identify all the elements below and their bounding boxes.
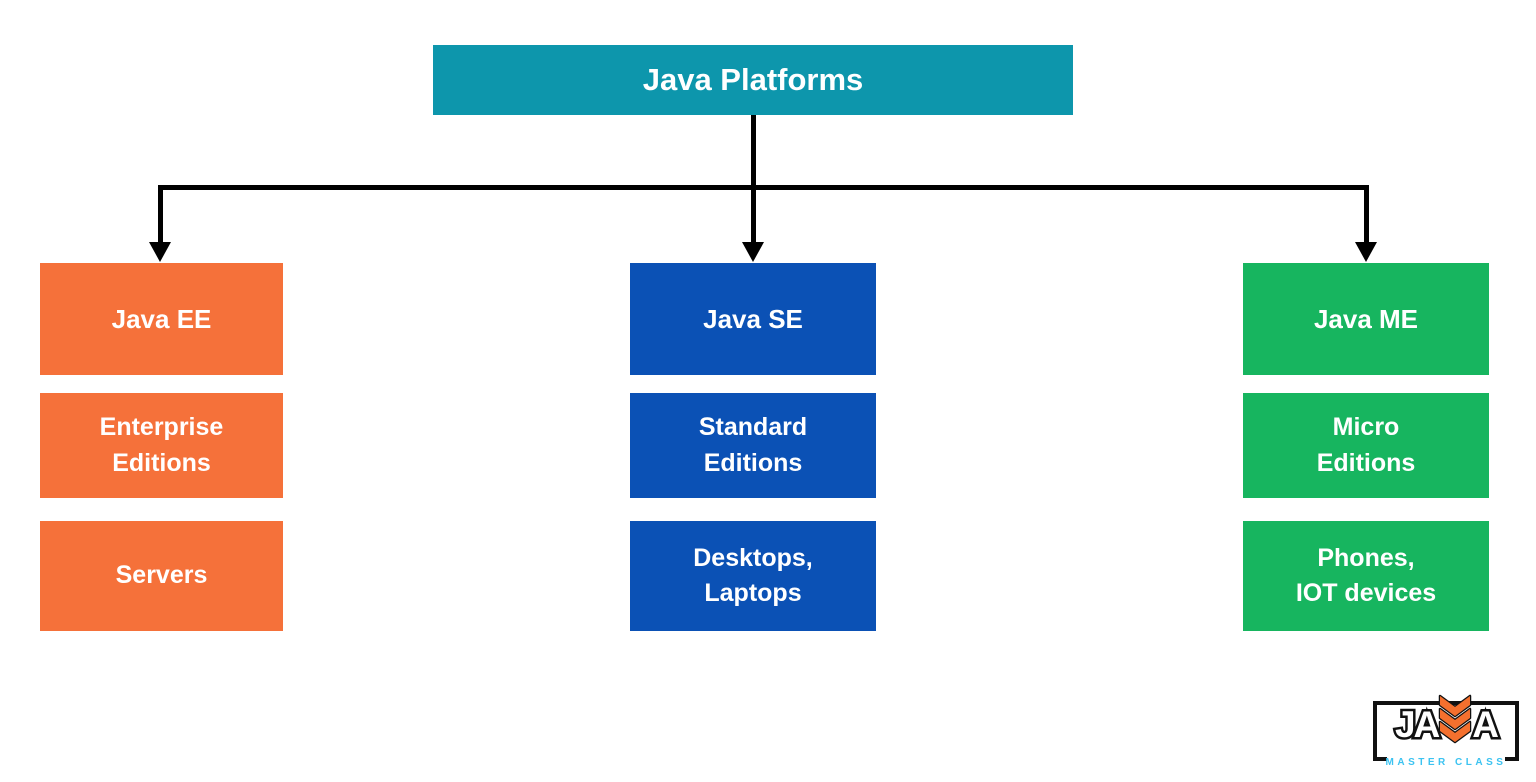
node-micro-editions: Micro Editions xyxy=(1243,393,1489,498)
node-desktops-laptops: Desktops, Laptops xyxy=(630,521,876,631)
logo-word-right: A xyxy=(1470,703,1502,745)
node-java-ee: Java EE xyxy=(40,263,283,375)
node-java-se: Java SE xyxy=(630,263,876,375)
java-masterclass-logo: JA A MASTER CLASS xyxy=(1373,694,1519,768)
connector-branches xyxy=(158,185,1369,246)
arrowhead-left xyxy=(149,242,171,262)
node-enterprise-editions: Enterprise Editions xyxy=(40,393,283,498)
logo-subtitle: MASTER CLASS xyxy=(1385,757,1507,768)
node-phones-iot-devices: Phones, IOT devices xyxy=(1243,521,1489,631)
node-standard-editions: Standard Editions xyxy=(630,393,876,498)
node-servers: Servers xyxy=(40,521,283,631)
connector-lines xyxy=(158,112,1369,246)
logo-word-left: JA xyxy=(1392,703,1442,745)
logo-chevron-icon xyxy=(1439,694,1472,744)
logo-frame-stub-left xyxy=(1373,757,1387,761)
logo-word: JA A xyxy=(1373,694,1519,745)
logo-frame-stub-right xyxy=(1505,757,1519,761)
arrowhead-center xyxy=(742,242,764,262)
arrowhead-right xyxy=(1355,242,1377,262)
node-java-platforms: Java Platforms xyxy=(433,45,1073,115)
arrowheads xyxy=(149,242,1377,262)
node-java-me: Java ME xyxy=(1243,263,1489,375)
